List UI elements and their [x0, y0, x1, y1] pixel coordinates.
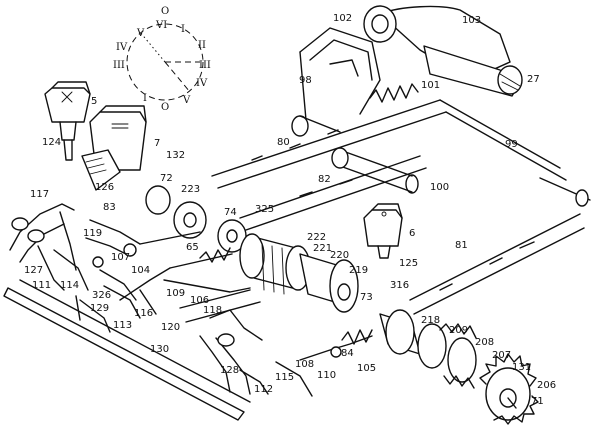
- label-114: 114: [60, 280, 79, 291]
- label-5: 5: [91, 96, 97, 107]
- label-110: 110: [317, 370, 336, 381]
- label-107: 107: [111, 252, 130, 263]
- rail-82: [239, 155, 427, 231]
- label-124: 124: [42, 137, 61, 148]
- label-220: 220: [330, 250, 349, 261]
- label-206: 206: [537, 380, 556, 391]
- label-219: 219: [349, 265, 368, 276]
- knob-7: [81, 105, 147, 191]
- cam-group-upper: [145, 185, 247, 253]
- label-115: 115: [275, 372, 294, 383]
- label-207: 207: [492, 350, 511, 361]
- label-84: 84: [341, 348, 354, 359]
- label-128: 128: [220, 365, 239, 376]
- dial-numeral-iii-left: III: [113, 60, 125, 71]
- base-plate-130: [3, 279, 251, 421]
- label-7: 7: [154, 138, 160, 149]
- drum-stack-219-222: [239, 233, 359, 313]
- label-106: 106: [190, 295, 209, 306]
- label-71: 71: [531, 396, 544, 407]
- dial-numeral-iv-right: IV: [196, 78, 208, 89]
- label-81: 81: [455, 240, 468, 251]
- dial-circle: [126, 23, 204, 101]
- label-108: 108: [295, 359, 314, 370]
- label-113: 113: [113, 320, 132, 331]
- dial-pointer-upper: [139, 31, 166, 63]
- label-116: 116: [134, 308, 153, 319]
- label-111: 111: [32, 280, 51, 291]
- label-83: 83: [103, 202, 116, 213]
- label-127: 127: [24, 265, 43, 276]
- knob-5: [44, 81, 91, 161]
- label-326: 326: [92, 290, 111, 301]
- label-72: 72: [160, 173, 173, 184]
- dial-numeral-vi: VI: [155, 20, 167, 31]
- label-119: 119: [83, 228, 102, 239]
- label-118: 118: [203, 305, 222, 316]
- shaft-100: [331, 147, 419, 194]
- label-129: 129: [90, 303, 109, 314]
- lever-group-left: [9, 203, 89, 321]
- knob-6: [363, 203, 403, 259]
- selector-dial: O VI I II III IV V O I IV V III: [113, 6, 211, 113]
- label-209: 209: [449, 325, 468, 336]
- label-125: 125: [399, 258, 418, 269]
- label-131: 131: [512, 362, 531, 373]
- frame-98: [299, 27, 381, 121]
- label-109: 109: [166, 288, 185, 299]
- label-208: 208: [475, 337, 494, 348]
- label-104: 104: [131, 265, 150, 276]
- callout-labels: 102 103 27 98 101 5 124 80 99 7 132 72 1…: [24, 13, 556, 407]
- label-100: 100: [430, 182, 449, 193]
- label-99: 99: [505, 139, 518, 150]
- label-102: 102: [333, 13, 352, 24]
- label-325: 325: [255, 204, 274, 215]
- label-98: 98: [299, 75, 312, 86]
- rail-99: [439, 99, 591, 207]
- label-218: 218: [421, 315, 440, 326]
- dial-numeral-o-bottom: O: [161, 102, 169, 113]
- label-132: 132: [166, 150, 185, 161]
- label-105: 105: [357, 363, 376, 374]
- label-126: 126: [95, 182, 114, 193]
- dial-numeral-v-left: V: [136, 28, 145, 39]
- dial-numeral-v-right: V: [182, 95, 191, 106]
- label-222: 222: [307, 232, 326, 243]
- lever-group-lower: [199, 309, 373, 397]
- label-120: 120: [161, 322, 180, 333]
- label-80: 80: [277, 137, 290, 148]
- dial-numeral-iv-left: IV: [116, 42, 128, 53]
- label-74: 74: [224, 207, 237, 218]
- label-223: 223: [181, 184, 200, 195]
- dial-numeral-i-upper: I: [181, 24, 185, 35]
- rail-81: [409, 213, 585, 315]
- label-221: 221: [313, 243, 332, 254]
- label-130: 130: [150, 344, 169, 355]
- dial-pointer-lower: [164, 61, 191, 93]
- label-103: 103: [462, 15, 481, 26]
- spring-101: [369, 83, 419, 103]
- dial-numeral-top: O: [161, 6, 169, 17]
- dial-numeral-i-lower: I: [143, 93, 147, 104]
- label-6: 6: [409, 228, 415, 239]
- lever-group-mid: [79, 219, 171, 333]
- dial-numeral-iii-right: III: [199, 60, 211, 71]
- rail-80: [211, 99, 447, 189]
- label-27: 27: [527, 74, 540, 85]
- drum-103: [363, 5, 523, 97]
- label-316: 316: [390, 280, 409, 291]
- label-73: 73: [360, 292, 373, 303]
- dial-numeral-ii: II: [198, 40, 206, 51]
- gear-stack-206-218: [379, 309, 539, 425]
- label-112: 112: [254, 384, 273, 395]
- label-82: 82: [318, 174, 331, 185]
- label-65: 65: [186, 242, 199, 253]
- misc-shafts: [139, 115, 341, 323]
- label-101: 101: [421, 80, 440, 91]
- label-117: 117: [30, 189, 49, 200]
